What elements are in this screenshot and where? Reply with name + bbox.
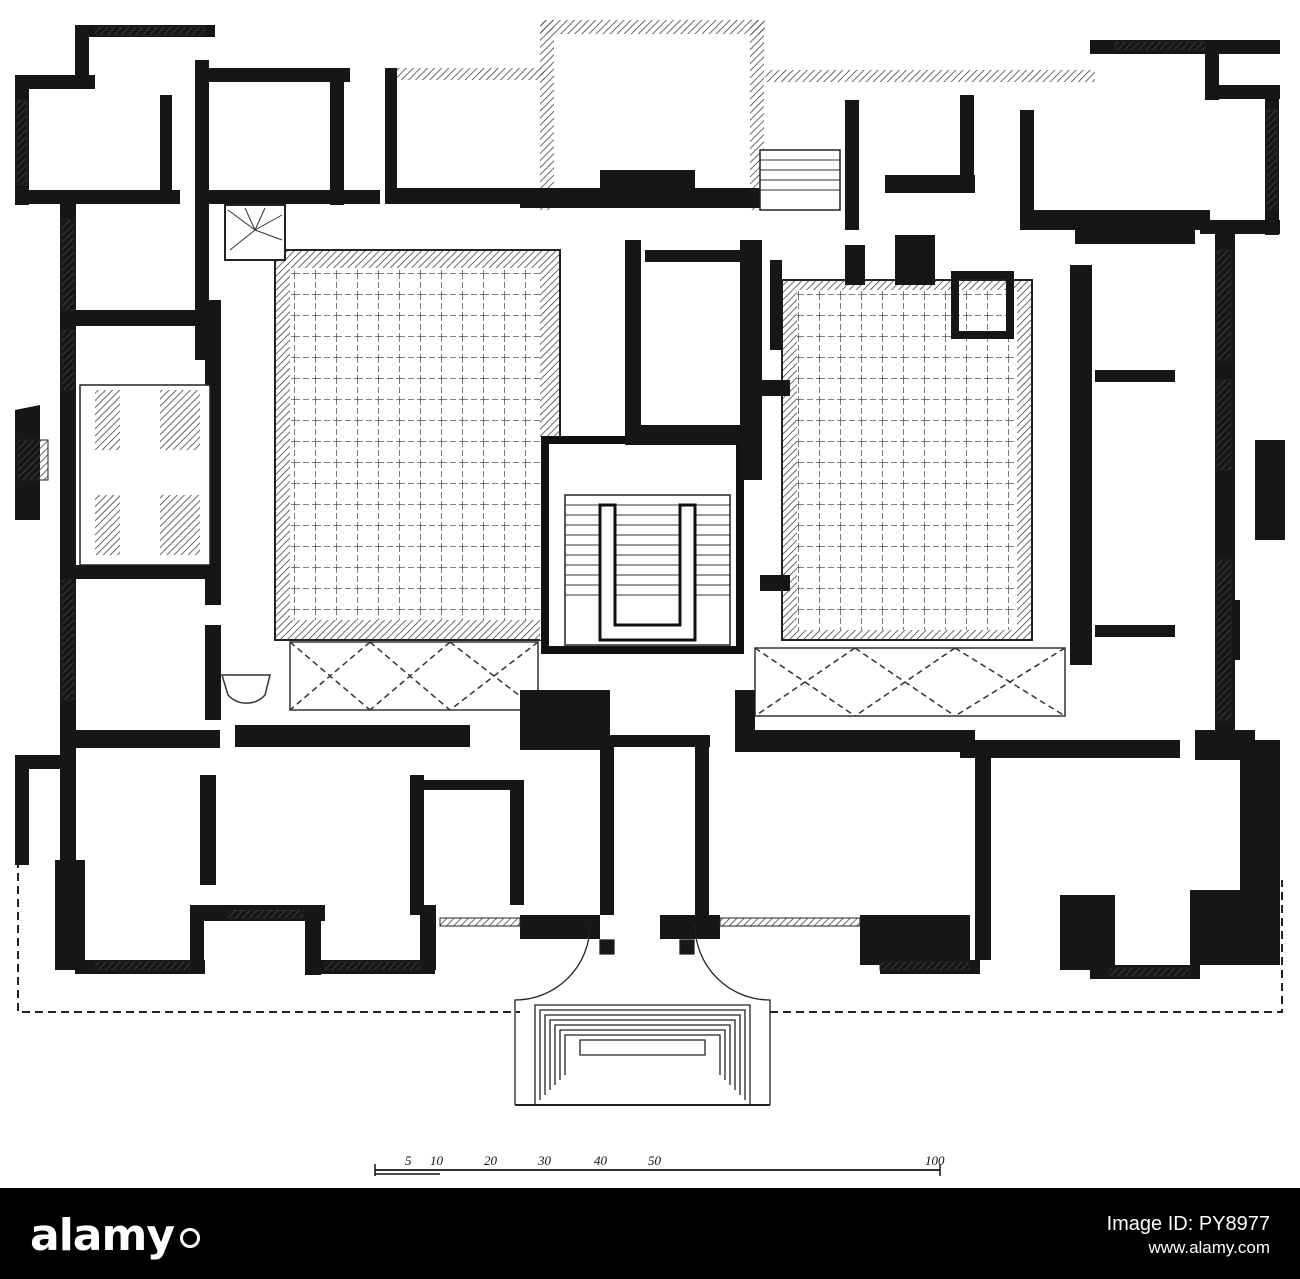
grand-staircase: [541, 436, 744, 654]
brand-logo[interactable]: alamy: [30, 1210, 200, 1261]
image-id-label: Image ID: PY8977: [1106, 1213, 1270, 1235]
scale-label-30: 30: [537, 1153, 552, 1168]
service-stair: [759, 149, 841, 211]
scale-label-100: 100: [925, 1153, 945, 1168]
right-courtyard: [781, 279, 1033, 641]
vaulted-corridor-left: [289, 641, 539, 711]
scale-label-40: 40: [594, 1153, 608, 1168]
entrance-steps: [514, 924, 771, 1106]
brand-logo-text: alamy: [30, 1210, 175, 1261]
terrace-outline: [17, 860, 1283, 1013]
spiral-stair: [220, 204, 286, 704]
scale-label-10: 10: [430, 1153, 444, 1168]
chapel: [15, 384, 211, 566]
scale-label-50: 50: [648, 1153, 662, 1168]
scale-label-20: 20: [484, 1153, 498, 1168]
windows: [16, 26, 1278, 977]
logo-circle-icon: [180, 1228, 200, 1248]
vaulted-corridor-right: [754, 647, 1066, 717]
scale-label-5: 5: [405, 1153, 412, 1168]
watermark-footer: alamy Image ID: PY8977 www.alamy.com: [0, 1188, 1300, 1279]
site-url-link[interactable]: www.alamy.com: [1148, 1238, 1270, 1257]
walls: [15, 20, 1285, 979]
scale-bar: 5 10 20 30 40 50 100: [374, 1153, 945, 1176]
floor-plan-area: 5 10 20 30 40 50 100: [15, 20, 1285, 1176]
floor-plan-drawing: 5 10 20 30 40 50 100: [15, 20, 1285, 1176]
